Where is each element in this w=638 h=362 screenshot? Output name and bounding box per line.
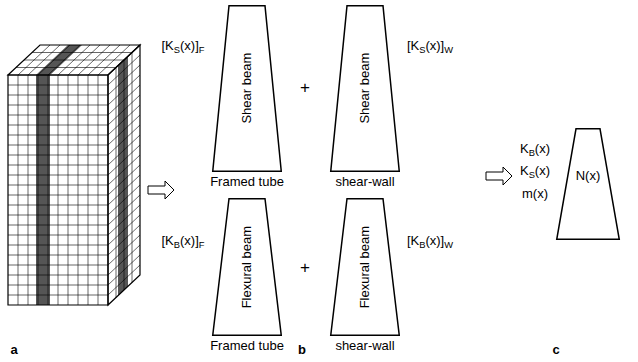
plus-sign: +: [300, 79, 310, 98]
system-caption: shear-wall: [335, 339, 394, 353]
shear-beam: Shear beamFramed tube: [212, 5, 282, 172]
property-label: KS(x): [520, 164, 550, 180]
stiffness-label: [KB(x)]W: [407, 234, 453, 250]
system-caption: Framed tube: [210, 339, 284, 353]
plus-sign: +: [300, 259, 310, 278]
stiffness-label: [KB(x)]F: [161, 234, 204, 250]
trapezoid-outline: [556, 128, 620, 240]
building-model: [8, 45, 140, 305]
beam-label: Shear beam: [358, 53, 372, 124]
panel-letter: b: [298, 343, 306, 357]
beam-label: Flexural beam: [358, 226, 372, 308]
side-face: [108, 45, 140, 305]
equivalent-beam: N(x): [556, 128, 620, 240]
shear-wall-strip: [118, 56, 128, 295]
hollow-arrow: [486, 167, 512, 185]
front-face: [8, 75, 108, 305]
hollow-arrow: [148, 181, 174, 199]
panel-letter: c: [552, 343, 559, 357]
panel-letter: a: [10, 343, 17, 357]
stiffness-label: [KS(x)]F: [161, 39, 204, 55]
beam-label: N(x): [576, 169, 601, 183]
shear-wall-strip: [36, 75, 50, 305]
top-face: [8, 45, 140, 75]
stiffness-label: [KS(x)]W: [407, 39, 453, 55]
flexural-beam: Flexural beamshear-wall: [330, 198, 400, 336]
beam-label: Flexural beam: [240, 226, 254, 308]
property-label: m(x): [522, 187, 548, 201]
grid-lines: [8, 45, 140, 305]
property-label: KB(x): [520, 142, 550, 158]
beam-label: Shear beam: [240, 53, 254, 124]
system-caption: Framed tube: [210, 175, 284, 189]
flexural-beam: Flexural beamFramed tube: [212, 198, 282, 336]
system-caption: shear-wall: [335, 175, 394, 189]
shear-beam: Shear beamshear-wall: [330, 5, 400, 172]
